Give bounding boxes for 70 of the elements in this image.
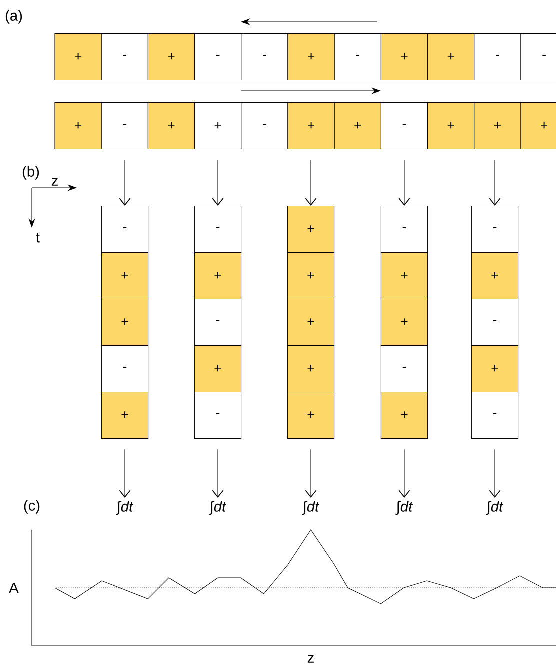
arrow (119, 449, 131, 498)
cell: - (334, 33, 382, 81)
panel-label: (b) (22, 166, 40, 180)
cell: + (101, 392, 149, 440)
cell: - (194, 33, 242, 81)
arrow (489, 160, 501, 206)
cell: + (334, 102, 382, 150)
arrow (305, 160, 317, 206)
cell: - (241, 102, 288, 150)
cell: - (474, 33, 522, 81)
panel-label: (c) (24, 500, 40, 514)
cell: + (380, 252, 428, 300)
cell: + (287, 299, 335, 346)
cell: + (288, 33, 335, 81)
cell: - (380, 345, 428, 393)
cell: - (471, 206, 519, 254)
cell: + (380, 33, 428, 81)
cell: + (287, 252, 335, 300)
cell: + (287, 392, 335, 440)
cell: - (520, 33, 556, 81)
arrow (398, 160, 410, 206)
cell: + (380, 299, 428, 346)
cell: - (380, 102, 428, 150)
cell: + (520, 102, 556, 150)
cell: + (471, 252, 519, 300)
cell: + (148, 33, 196, 81)
cell: + (54, 33, 102, 81)
cell: + (148, 102, 196, 150)
arrow (212, 160, 224, 206)
arrow (489, 449, 501, 498)
axis-label: z (308, 655, 314, 663)
cell: - (101, 33, 148, 81)
cell: + (101, 252, 149, 300)
arrow (305, 449, 317, 498)
cell: - (101, 345, 149, 393)
cell: - (194, 299, 242, 346)
cell: + (380, 392, 428, 440)
cell: - (194, 392, 242, 440)
integral-label: ∫dt (116, 500, 134, 516)
arrow (212, 449, 224, 498)
integral-label: ∫dt (302, 500, 320, 516)
cell: + (194, 102, 242, 150)
arrow (119, 160, 131, 206)
cell: + (194, 345, 242, 393)
cell: + (101, 299, 149, 346)
cell: + (288, 102, 335, 150)
axis-label: z (52, 178, 58, 186)
arrow (398, 449, 410, 498)
cell: + (428, 33, 475, 81)
cell: + (287, 206, 335, 254)
cell: + (471, 345, 519, 393)
integral-label: ∫dt (396, 500, 414, 516)
cell: - (471, 299, 519, 346)
cell: + (474, 102, 522, 150)
integral-label: ∫dt (486, 500, 504, 516)
panel-label: (a) (6, 10, 22, 24)
cell: - (101, 206, 149, 254)
axis-label: t (36, 233, 40, 243)
cell: + (54, 102, 102, 150)
cell: + (428, 102, 475, 150)
axis-label: A (9, 582, 19, 594)
cell: + (194, 252, 242, 300)
cell: + (287, 345, 335, 393)
cell: - (194, 206, 242, 254)
node-label: - (542, 54, 546, 56)
cell: - (380, 206, 428, 254)
cell: - (101, 102, 148, 150)
integral-label: ∫dt (209, 500, 227, 516)
cell: - (241, 33, 288, 81)
cell: - (471, 392, 519, 440)
